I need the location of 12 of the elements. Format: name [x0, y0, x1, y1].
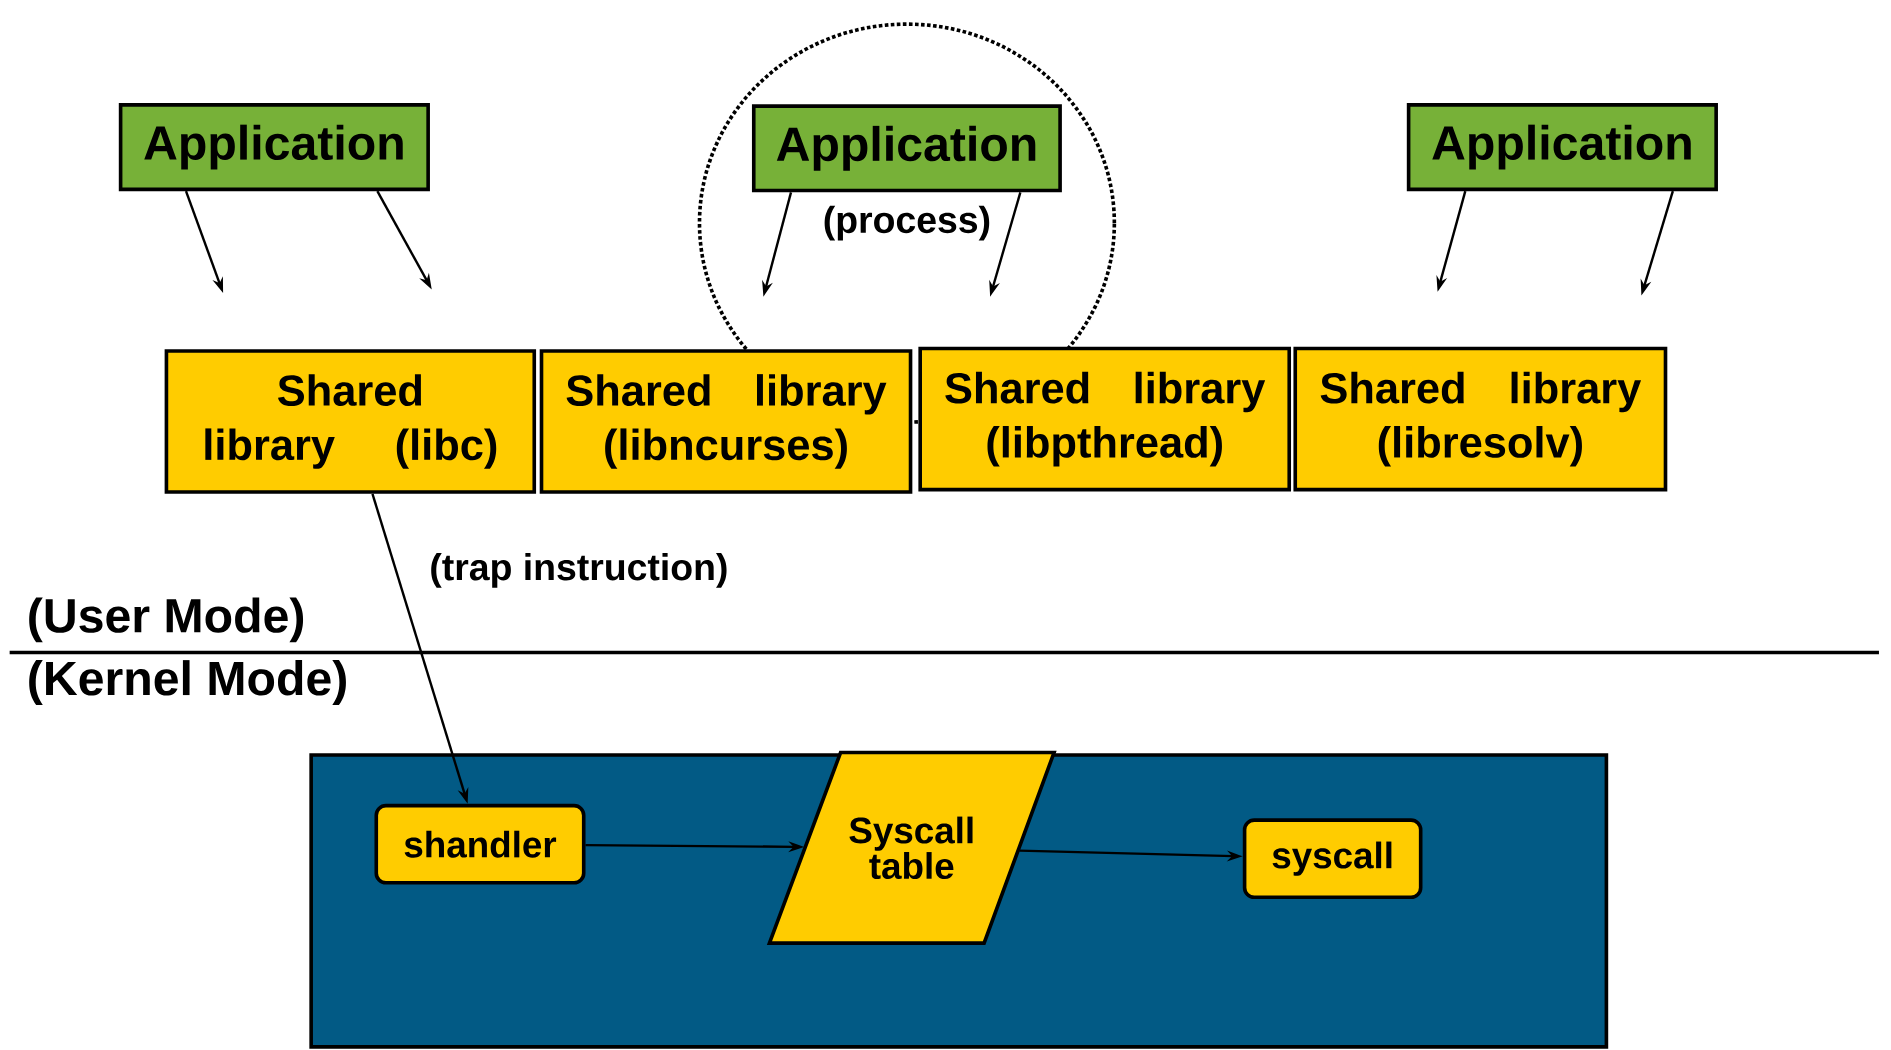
edge-label: (trap instruction) [428, 551, 730, 589]
library-box: Shared library (libc) [164, 348, 537, 494]
application-box: Application [751, 104, 1062, 193]
handler-box: shandler [374, 803, 586, 885]
library-box: Shared library (libpthread) [918, 346, 1292, 492]
application-box: Application [118, 102, 430, 191]
library-box: Shared library (libresolv) [1293, 346, 1668, 492]
mode-label: (User Mode) [29, 597, 304, 643]
application-box: Application [1406, 102, 1718, 191]
handler-box: syscall [1242, 818, 1423, 899]
library-box: Shared library (libncurses) [539, 348, 913, 494]
mode-label: (Kernel Mode) [29, 659, 346, 705]
